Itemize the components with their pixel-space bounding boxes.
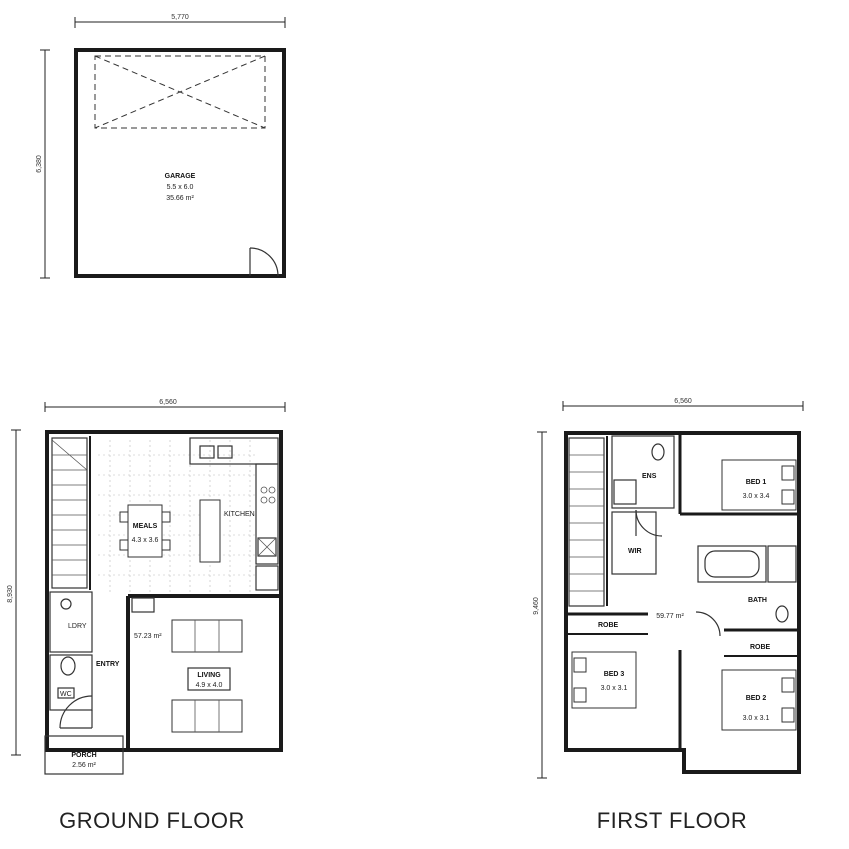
robe-bed2-label: ROBE bbox=[750, 644, 771, 651]
kitchen-label: KITCHEN bbox=[224, 511, 255, 518]
wir-label: WIR bbox=[628, 548, 642, 555]
garage-plan: 5,770 6,380 GARAGE 5.5 x 6.0 35.66 m² bbox=[36, 14, 286, 279]
bed3-size: 3.0 x 3.1 bbox=[601, 685, 628, 692]
bed3-label: BED 3 bbox=[604, 671, 625, 678]
porch-area: 2.56 m² bbox=[72, 762, 96, 769]
ground-floor-title: GROUND FLOOR bbox=[59, 808, 245, 833]
bed1-size: 3.0 x 3.4 bbox=[743, 493, 770, 500]
garage-size: 5.5 x 6.0 bbox=[167, 184, 194, 191]
meals-label: MEALS bbox=[133, 523, 158, 530]
garage-width-dimension: 5,770 bbox=[171, 14, 189, 21]
ground-width-dimension: 6,560 bbox=[159, 399, 177, 406]
first-width-dimension: 6,560 bbox=[674, 398, 692, 405]
bed2-size: 3.0 x 3.1 bbox=[743, 715, 770, 722]
bed2-label: BED 2 bbox=[746, 695, 767, 702]
ground-area-label: 57.23 m² bbox=[134, 633, 162, 640]
garage-label: GARAGE bbox=[165, 173, 196, 180]
living-size: 4.9 x 4.0 bbox=[196, 682, 223, 689]
first-floor-title: FIRST FLOOR bbox=[597, 808, 748, 833]
bed1-label: BED 1 bbox=[746, 479, 767, 486]
first-depth-dimension: 9,460 bbox=[533, 597, 540, 615]
meals-size: 4.3 x 3.6 bbox=[132, 537, 159, 544]
garage-depth-dimension: 6,380 bbox=[36, 155, 43, 173]
robe-bed3-label: ROBE bbox=[598, 622, 619, 629]
living-label: LIVING bbox=[197, 672, 221, 679]
bath-label: BATH bbox=[748, 597, 767, 604]
first-floor-plan: 6,560 9,460 ENS WIR BED 1 bbox=[533, 398, 804, 779]
first-area-label: 59.77 m² bbox=[656, 613, 684, 620]
ground-floor-plan: 6,560 8,930 bbox=[7, 399, 286, 775]
entry-label: ENTRY bbox=[96, 661, 120, 668]
ensuite-label: ENS bbox=[642, 473, 657, 480]
porch-label: PORCH bbox=[71, 752, 96, 759]
ground-depth-dimension: 8,930 bbox=[7, 585, 14, 603]
laundry-label: LDRY bbox=[68, 623, 87, 630]
garage-area: 35.66 m² bbox=[166, 195, 194, 202]
wc-label: WC bbox=[60, 691, 72, 698]
